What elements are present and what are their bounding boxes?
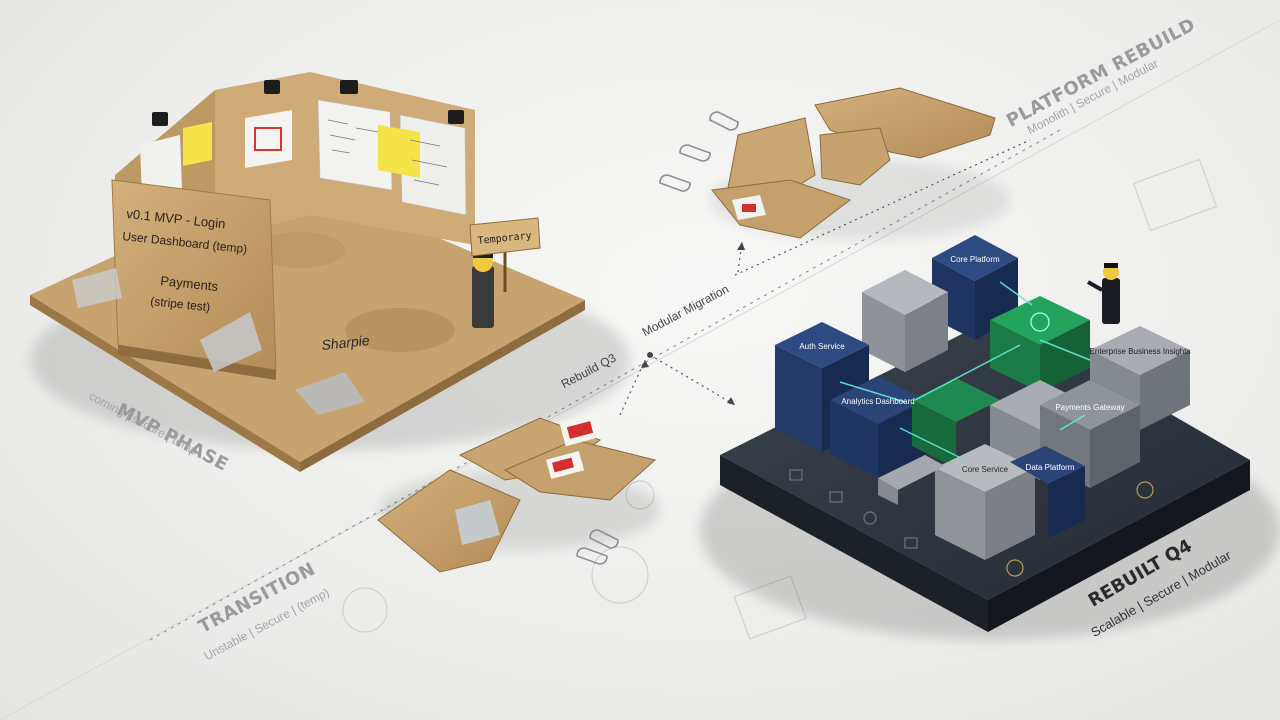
temporary-sign-figure [469,217,541,328]
block-label-data-platform: Data Platform [1026,463,1075,472]
sharpie-marker: Sharpie [321,332,371,353]
block-label-enterprise: Enterprise Business Insights [1090,347,1191,356]
block-label-core-service: Core Service [962,465,1009,474]
block-label-analytics: Analytics Dashboard [841,397,914,406]
block-labels: Core Platform Auth Service Enterprise Bu… [799,255,1190,474]
transition-broken-pieces [377,413,660,573]
block-label-payments: Payments Gateway [1055,403,1124,412]
board-line-3: Payments [160,273,220,294]
rebuilt-platform [700,235,1280,640]
block-label-auth-service: Auth Service [799,342,845,351]
board-line-4: (stripe test) [150,294,211,314]
block-label-core-platform: Core Platform [950,255,1000,264]
arrow-heads [641,242,745,405]
platform-rebuild-pieces [576,87,1010,565]
block-stack [775,235,1190,560]
suited-figure [1087,263,1120,324]
